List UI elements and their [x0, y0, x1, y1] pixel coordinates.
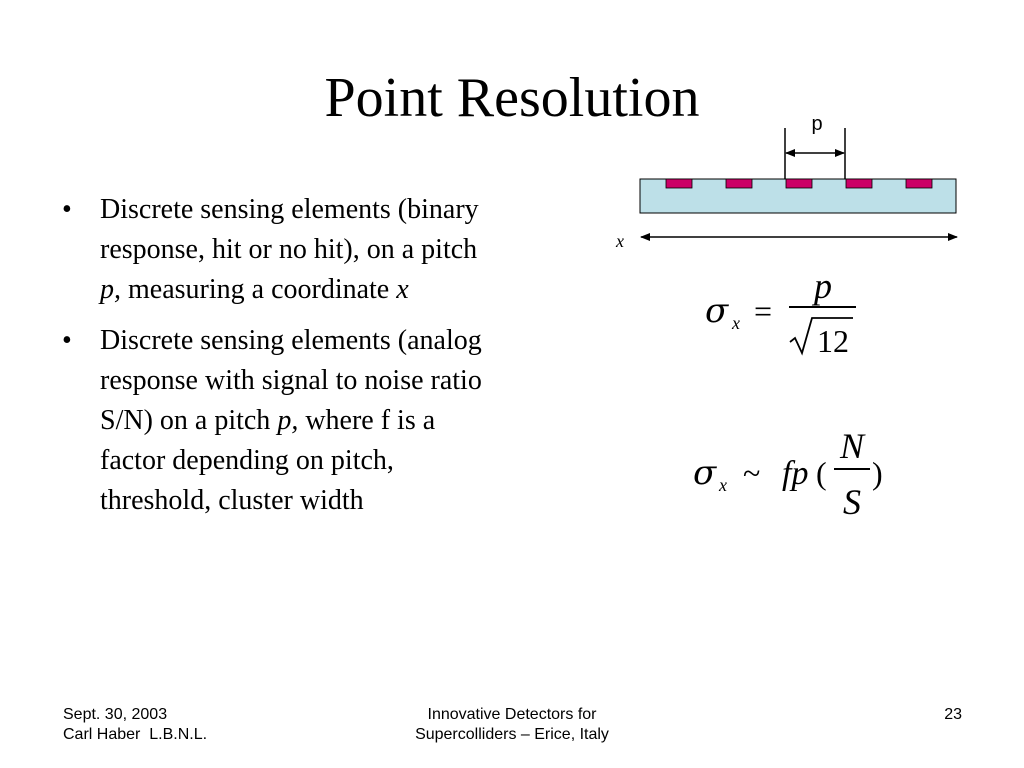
bullet-text-segment: Discrete sensing elements (binary respon… — [100, 194, 479, 265]
slide-title: Point Resolution — [324, 67, 700, 129]
page-number: 23 — [944, 706, 962, 723]
footer-event: Innovative Detectors for Supercolliders … — [362, 705, 662, 745]
bullet-marker: • — [62, 194, 72, 225]
bullet-item: • Discrete sensing elements (analog resp… — [62, 321, 502, 521]
sensor-strip — [905, 178, 933, 189]
sensor-strips — [665, 178, 933, 189]
formula1-radical-sign — [789, 317, 853, 356]
formula1-equals: = — [754, 293, 772, 329]
formula2-open-paren: ( — [816, 455, 827, 491]
footer-event-line1: Innovative Detectors for — [427, 706, 597, 723]
footer-date: Sept. 30, 2003 — [63, 706, 168, 723]
formula1-numerator: p — [811, 266, 832, 306]
formula2-subscript: x — [718, 475, 727, 495]
bullet-italic-pitch: p, — [277, 405, 299, 436]
footer-event-line2: Supercolliders – Erice, Italy — [415, 726, 609, 743]
bullet-text: Discrete sensing elements (analog respon… — [100, 325, 482, 516]
formula1-subscript: x — [731, 313, 740, 333]
bullet-marker: • — [62, 325, 72, 356]
formula-binary-resolution: σ x = p 12 — [705, 266, 856, 359]
axis-label-x: x — [615, 231, 624, 251]
formula2-fp: fp — [782, 455, 808, 492]
bullet-text-segment: measuring a coordinate — [121, 274, 397, 305]
bullet-italic-coordinate: x — [396, 274, 409, 305]
formula-analog-resolution: σ x ~ fp ( N S ) — [693, 426, 883, 522]
formula2-denominator: S — [843, 482, 861, 522]
formula1-sigma: σ — [705, 291, 729, 331]
bullet-text-segment: where f is a factor depending on pitch, … — [100, 405, 436, 516]
sensor-strip — [665, 178, 693, 189]
bullet-italic-pitch: p, — [100, 274, 121, 305]
sensor-strip — [845, 178, 873, 189]
formula2-tilde: ~ — [743, 455, 760, 491]
bullet-text-segment: Discrete sensing elements (analog respon… — [100, 325, 482, 436]
pitch-label: p — [811, 113, 822, 135]
footer-date-author: Sept. 30, 2003 Carl Haber L.B.N.L. — [63, 705, 323, 745]
sensor-strip — [725, 178, 753, 189]
bullet-text: Discrete sensing elements (binary respon… — [100, 194, 479, 305]
bullet-item: • Discrete sensing elements (binary resp… — [62, 190, 502, 310]
formula1-denominator: 12 — [817, 323, 849, 359]
sensor-strip — [785, 178, 813, 189]
formula2-close-paren: ) — [872, 455, 883, 491]
formula2-sigma: σ — [693, 453, 717, 493]
footer-author: Carl Haber L.B.N.L. — [63, 726, 208, 743]
bullet-list: • Discrete sensing elements (binary resp… — [62, 190, 502, 532]
formula2-numerator: N — [839, 426, 866, 466]
